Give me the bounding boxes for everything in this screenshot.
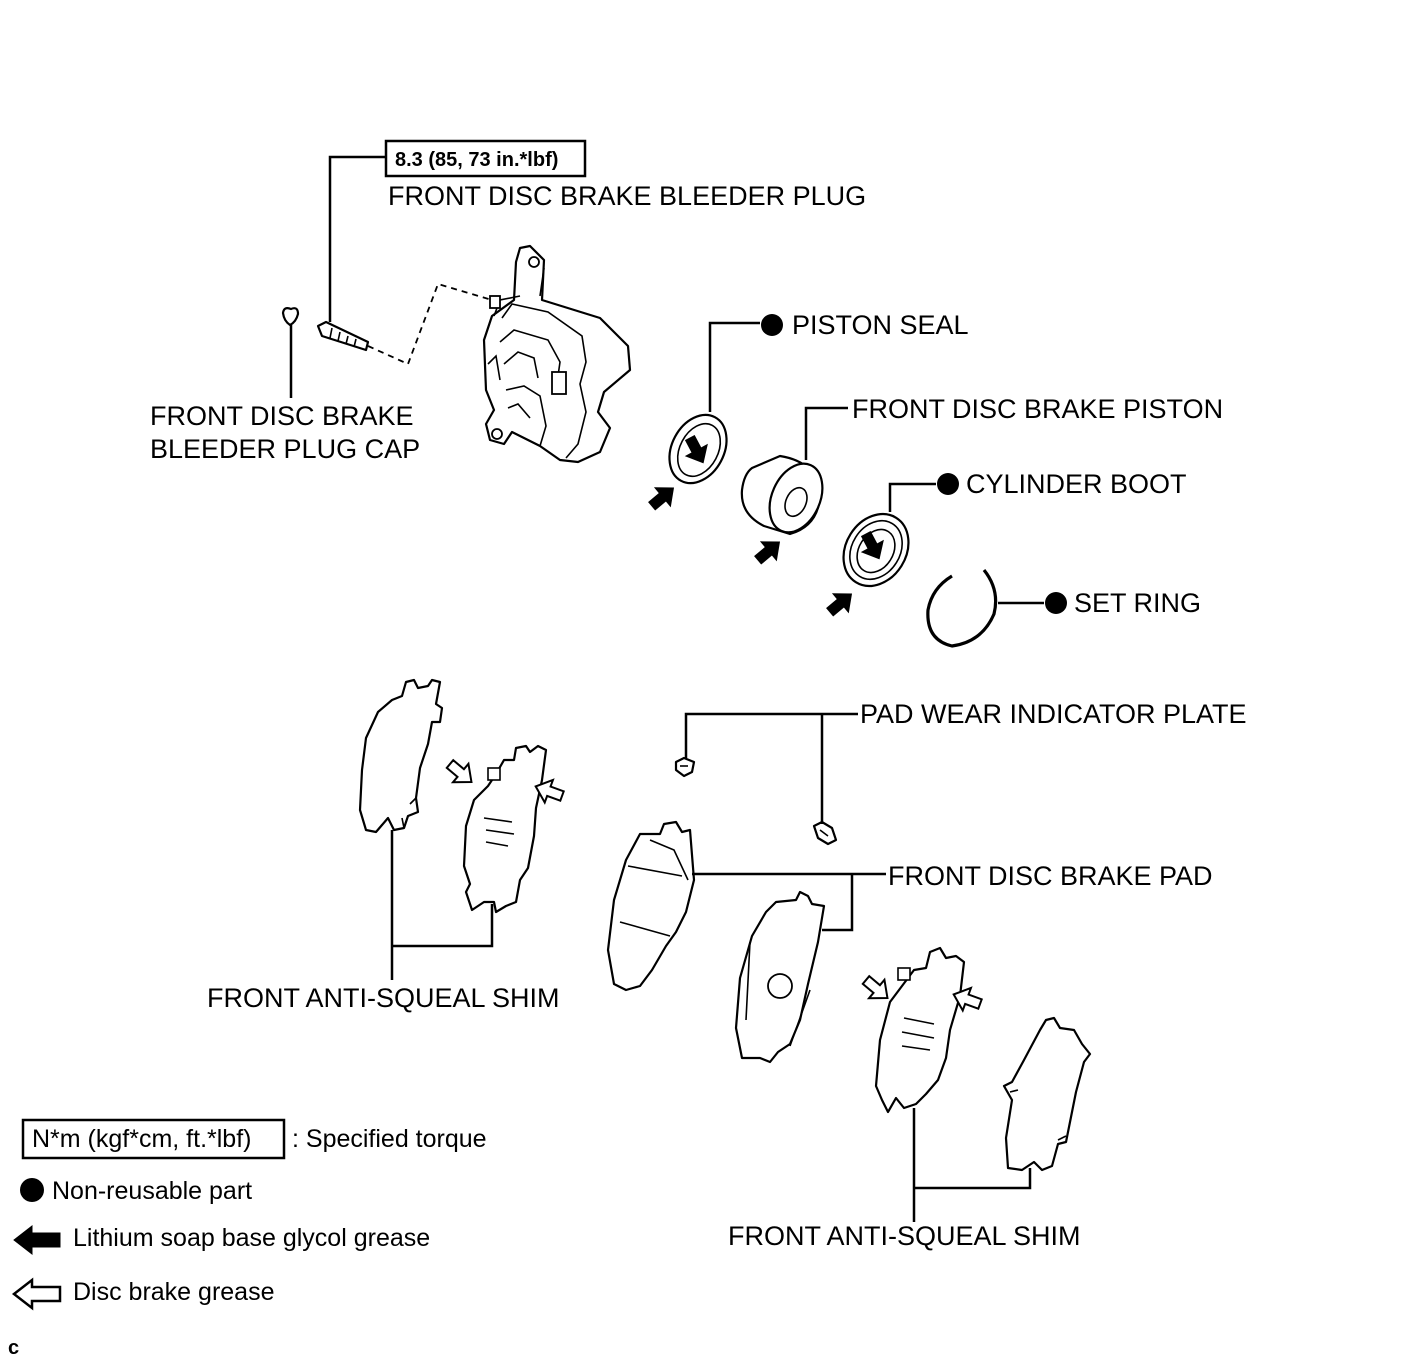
legend-torque-units: N*m (kgf*cm, ft.*lbf) (32, 1125, 251, 1153)
torque-callout: 8.3 (85, 73 in.*lbf) (384, 139, 587, 178)
leader-brake-pad-b (822, 874, 854, 932)
leader-wear-plate-a (684, 712, 858, 758)
lithium-grease-arrow-icon (821, 584, 860, 622)
lithium-grease-arrow-icon (643, 478, 682, 516)
bleeder-plug-dashed-path (367, 282, 493, 366)
label-piston-seal: PISTON SEAL (792, 310, 969, 340)
cylinder-boot (821, 512, 910, 622)
label-piston: FRONT DISC BRAKE PISTON (852, 394, 1223, 424)
bleeder-plug-cap (281, 307, 300, 398)
bleeder-plug (316, 320, 370, 352)
anti-squeal-shim-right-outer (1002, 1016, 1092, 1172)
anti-squeal-shim-left-outer (358, 678, 444, 834)
disc-grease-arrow-icon (441, 753, 481, 793)
leader-piston-seal (708, 321, 760, 412)
leader-bleeder-plug (328, 155, 386, 322)
legend-lithium-grease: Lithium soap base glycol grease (73, 1224, 430, 1252)
label-bleeder-cap-line2: BLEEDER PLUG CAP (150, 434, 420, 464)
legend-non-reusable: Non-reusable part (52, 1177, 252, 1205)
piston-seal (643, 413, 728, 516)
leader-shim-left-b (392, 904, 494, 948)
legend-torque-desc: : Specified torque (292, 1125, 487, 1153)
hollow-arrow-icon (11, 1277, 62, 1311)
set-ring (926, 569, 998, 648)
label-brake-pad: FRONT DISC BRAKE PAD (888, 861, 1213, 891)
label-cylinder-boot: CYLINDER BOOT (966, 469, 1187, 499)
leader-piston (804, 406, 848, 460)
solid-arrow-icon (13, 1224, 61, 1256)
non-reusable-dot-icon (937, 473, 959, 495)
label-bleeder-cap-line1: FRONT DISC BRAKE (150, 401, 414, 431)
non-reusable-dot-icon (1045, 592, 1067, 614)
legend-disc-grease: Disc brake grease (73, 1278, 274, 1306)
pad-wear-indicator-plate-2 (812, 820, 838, 846)
label-shim-right: FRONT ANTI-SQUEAL SHIM (728, 1221, 1081, 1251)
brake-pad-inner (734, 890, 826, 1064)
pad-wear-indicator-plate-1 (674, 756, 696, 778)
non-reusable-dot-icon (20, 1178, 44, 1202)
caliper-body (482, 244, 632, 464)
corner-mark: c (8, 1337, 19, 1359)
legend: N*m (kgf*cm, ft.*lbf) : Specified torque… (8, 1118, 487, 1359)
non-reusable-dot-icon (761, 314, 783, 336)
anti-squeal-shim-right-inner (857, 946, 986, 1114)
brake-pad-outer (606, 820, 696, 992)
label-pad-wear-indicator: PAD WEAR INDICATOR PLATE (860, 699, 1247, 729)
label-bleeder-plug: FRONT DISC BRAKE BLEEDER PLUG (388, 181, 866, 211)
label-shim-left: FRONT ANTI-SQUEAL SHIM (207, 983, 560, 1013)
legend-torque-box (21, 1118, 286, 1160)
leader-shim-right-b (914, 1168, 1032, 1190)
leader-cylinder-boot (888, 482, 936, 512)
lithium-grease-arrow-icon (749, 532, 788, 570)
label-set-ring: SET RING (1074, 588, 1201, 618)
brake-piston (740, 454, 824, 570)
anti-squeal-shim-left-inner (441, 744, 568, 914)
torque-value: 8.3 (85, 73 in.*lbf) (395, 149, 558, 171)
